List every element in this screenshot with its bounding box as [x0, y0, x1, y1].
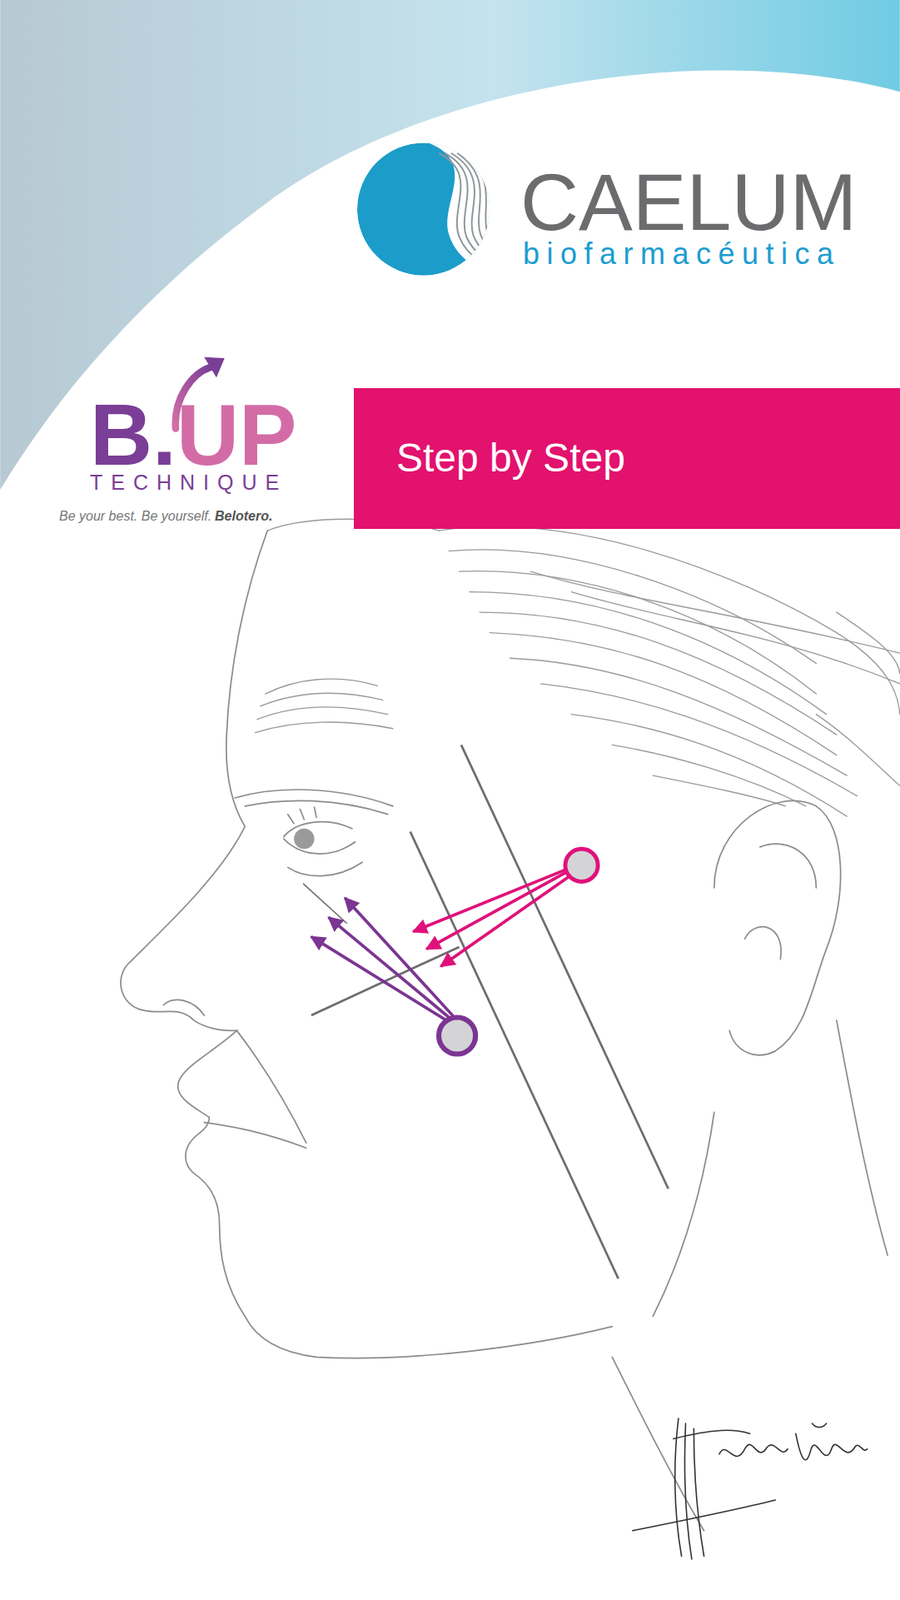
- logo-letter: UP: [176, 391, 297, 478]
- logo-mark: [357, 143, 501, 276]
- logo-letter: B.: [89, 391, 177, 478]
- guide-lines: [303, 744, 669, 1278]
- purple-vectors: [311, 897, 458, 1025]
- pink-vectors: [412, 866, 573, 966]
- purple-entry-point: [438, 1016, 476, 1054]
- pink-entry-point: [565, 848, 598, 881]
- tagline: Be your best. Be yourself.: [59, 509, 212, 523]
- logo-subtitle: TECHNIQUE: [89, 472, 288, 493]
- signature: [632, 1417, 868, 1559]
- iris: [293, 828, 315, 850]
- title-band: Step by Step: [353, 387, 900, 529]
- band-text: Step by Step: [396, 436, 626, 481]
- brand-name: CAELUM: [520, 161, 857, 243]
- up-arrowhead: [203, 357, 225, 378]
- tagline-brand: Belotero.: [214, 509, 273, 523]
- brand-subtitle: biofarmacéutica: [522, 238, 841, 269]
- face-sketch: [120, 530, 888, 1531]
- hair: [255, 518, 900, 816]
